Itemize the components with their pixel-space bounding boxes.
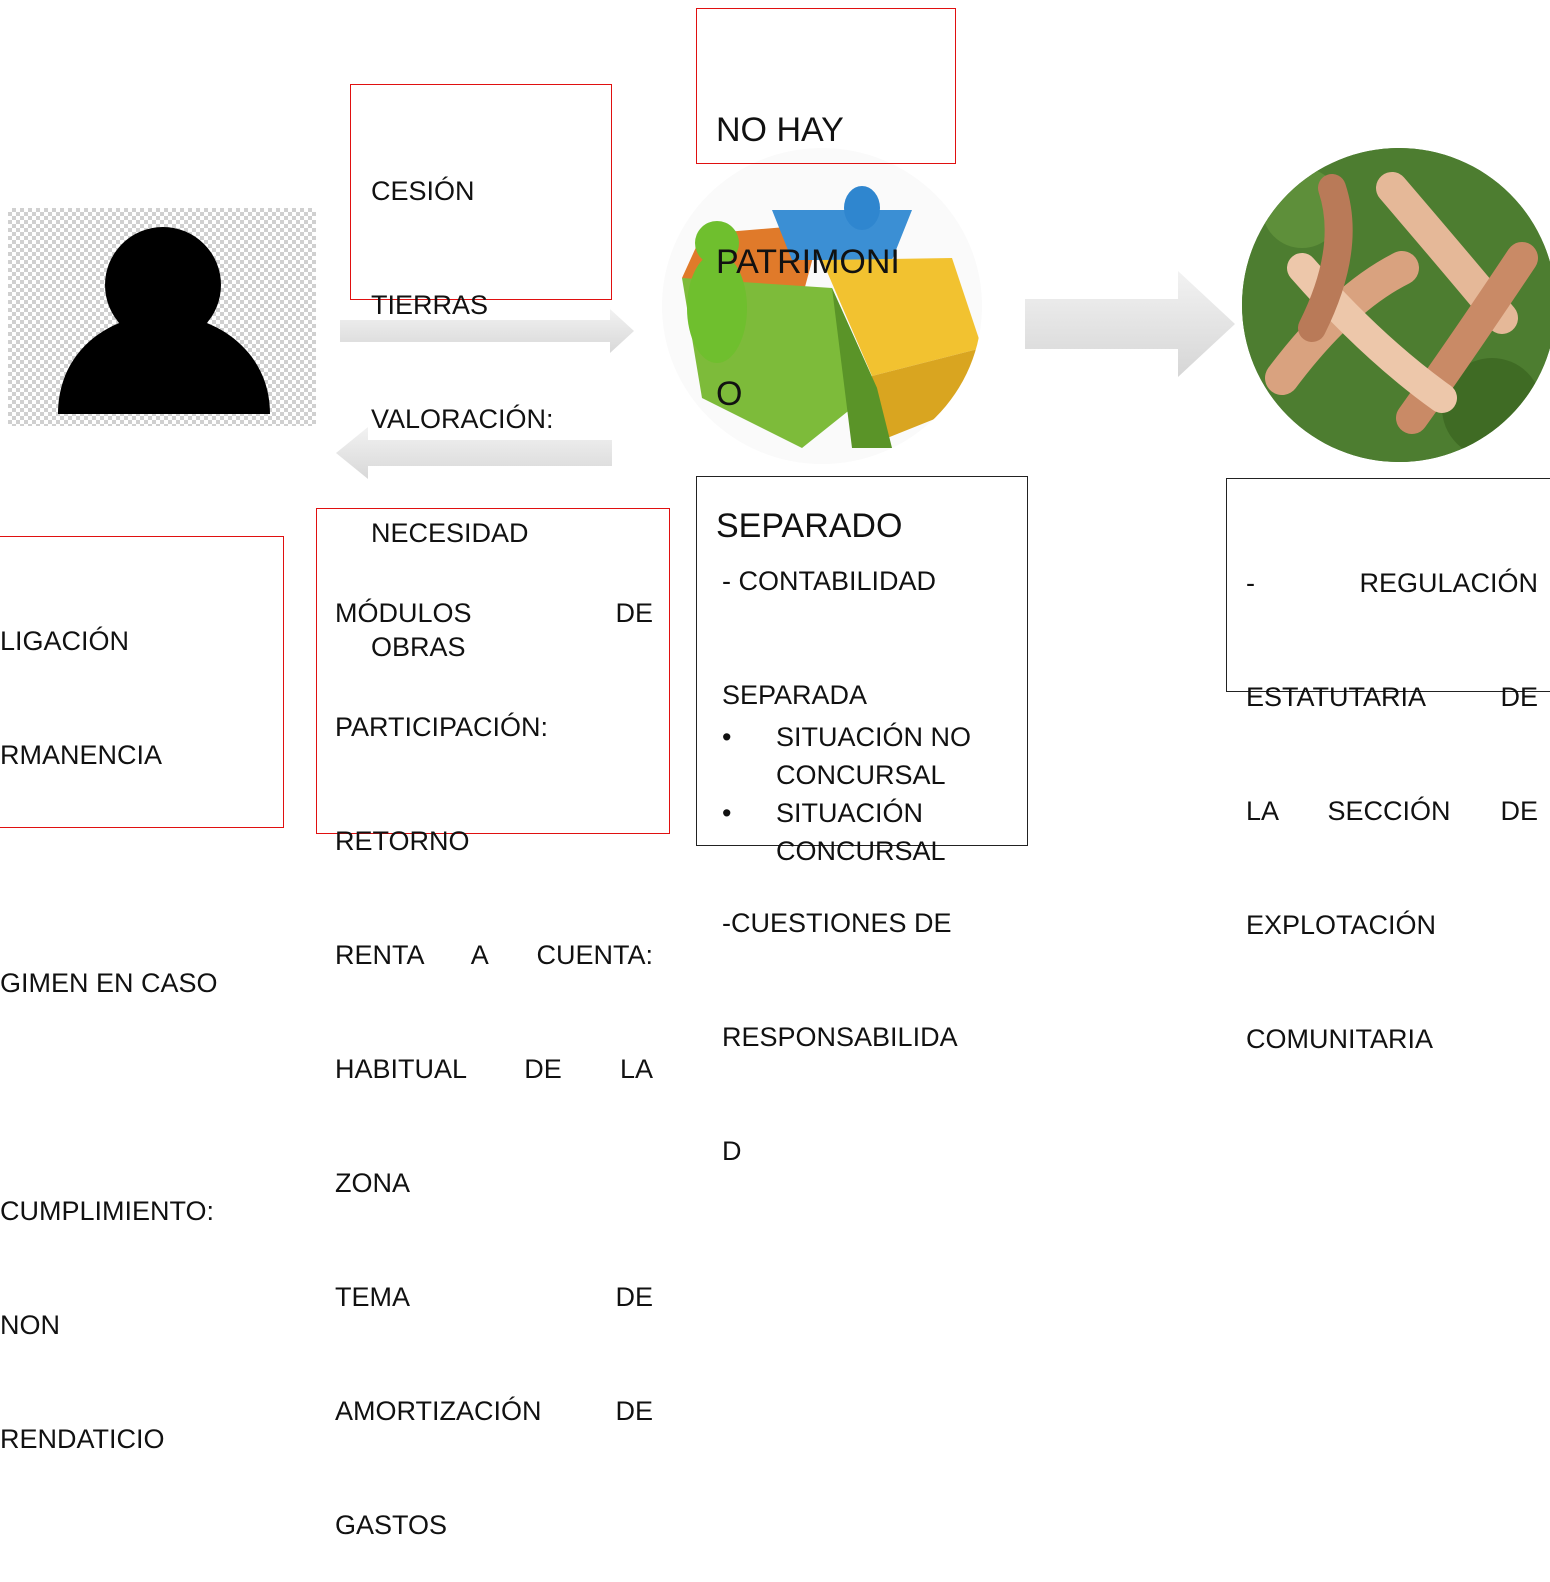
person-silhouette-icon	[58, 227, 270, 414]
cesion-text: CESIÓN TIERRAS VALORACIÓN: NECESIDAD OBR…	[371, 96, 601, 704]
arrow-right-top	[340, 309, 634, 353]
bullet-icon: •	[722, 722, 732, 752]
obligacion-box	[0, 536, 284, 828]
modulos-box	[316, 508, 670, 834]
modulos-line: MÓDULOS DE	[335, 598, 653, 628]
cesion-box	[350, 84, 612, 300]
pie-chart-figures-image	[662, 148, 982, 464]
modulos-line: ZONA	[335, 1168, 411, 1198]
cesion-line: OBRAS	[371, 632, 466, 662]
obligacion-line	[0, 850, 280, 888]
contabilidad-line: SEPARADA	[722, 680, 868, 710]
patrimonio-text: NO HAY PATRIMONI O SEPARADO	[716, 20, 956, 592]
patrimonio-line: NO HAY	[716, 111, 844, 149]
obligacion-line: GIMEN EN CASO	[0, 968, 218, 998]
obligacion-line: CUMPLIMIENTO:	[0, 1196, 215, 1226]
contabilidad-line: - CONTABILIDAD	[722, 566, 937, 596]
cesion-line: NECESIDAD	[371, 518, 529, 548]
modulos-line: RETORNO	[335, 826, 470, 856]
contabilidad-line: -CUESTIONES DE	[722, 908, 952, 938]
arrow-right-big	[1025, 271, 1235, 377]
regulacion-line: EXPLOTACIÓN	[1246, 910, 1437, 940]
modulos-line: PARTICIPACIÓN:	[335, 712, 549, 742]
modulos-line: HABITUAL DE LA	[335, 1054, 653, 1084]
modulos-line: TEMA DE	[335, 1282, 653, 1312]
patrimonio-line: SEPARADO	[716, 507, 903, 545]
regulacion-line: - REGULACIÓN	[1246, 568, 1538, 598]
cesion-line: VALORACIÓN:	[371, 404, 554, 434]
modulos-text: MÓDULOS DE PARTICIPACIÓN: RETORNO RENTA …	[335, 518, 653, 1582]
arrow-left	[336, 427, 612, 479]
linked-hands-image	[1242, 148, 1550, 462]
bullet-icon: •	[722, 798, 732, 828]
modulos-line: GASTOS	[335, 1510, 448, 1540]
patrimonio-box	[696, 8, 956, 164]
obligacion-text: LIGACIÓN RMANENCIA GIMEN EN CASO CUMPLIM…	[0, 546, 280, 1496]
regulacion-line: ESTATUTARIA DE	[1246, 682, 1538, 712]
obligacion-line: NON	[0, 1310, 60, 1340]
obligacion-line	[0, 1078, 280, 1116]
patrimonio-line: O	[716, 375, 743, 413]
patrimonio-line: PATRIMONI	[716, 243, 900, 281]
regulacion-box	[1226, 478, 1550, 692]
obligacion-line: RMANENCIA	[0, 740, 163, 770]
cesion-line: TIERRAS	[371, 290, 489, 320]
modulos-line: AMORTIZACIÓN DE	[335, 1396, 653, 1426]
regulacion-text: - REGULACIÓN ESTATUTARIA DE LA SECCIÓN D…	[1246, 488, 1538, 1096]
regulacion-line: COMUNITARIA	[1246, 1024, 1433, 1054]
cesion-line: CESIÓN	[371, 176, 475, 206]
contabilidad-line: RESPONSABILIDA	[722, 1022, 958, 1052]
contabilidad-bullet-2: SITUACIÓN CONCURSAL	[776, 798, 946, 866]
contabilidad-line: D	[722, 1136, 742, 1166]
obligacion-line: LIGACIÓN	[0, 626, 130, 656]
modulos-line: RENTA A CUENTA:	[335, 940, 653, 970]
contabilidad-bullet-1: SITUACIÓN NO CONCURSAL	[776, 722, 979, 790]
regulacion-line: LA SECCIÓN DE	[1246, 796, 1538, 826]
obligacion-line: RENDATICIO	[0, 1424, 165, 1454]
contabilidad-box	[696, 476, 1028, 846]
